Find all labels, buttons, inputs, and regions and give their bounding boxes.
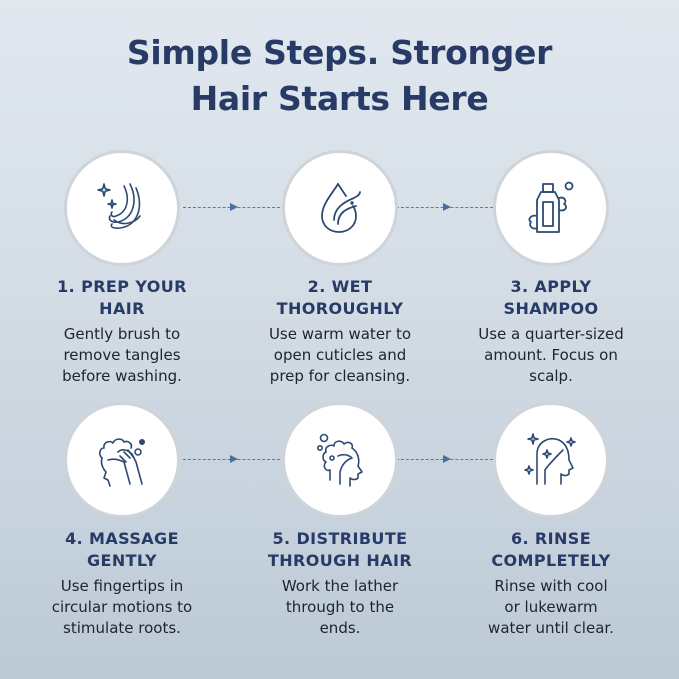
step-title: 2. WET THOROUGHLY (276, 277, 404, 318)
step-description: Work the lather through to the ends. (281, 577, 399, 637)
massage-head-icon (99, 438, 145, 487)
step-2: 2. WET THOROUGHLY Use warm water to open… (235, 156, 445, 387)
water-drop-icon (321, 183, 361, 233)
arrow-right-icon (443, 455, 451, 463)
step-title: 1. PREP YOUR HAIR (57, 277, 187, 318)
title-line-1: Simple Steps. Stronger (126, 33, 553, 72)
step-6: 6. RINSE COMPLETELY Rinse with cool or l… (446, 408, 656, 639)
step-1: 1. PREP YOUR HAIR Gently brush to remove… (17, 156, 227, 387)
step-icon-circle (288, 408, 392, 512)
step-description: Use a quarter-sized amount. Focus on sca… (478, 325, 624, 385)
step-title: 4. MASSAGE GENTLY (65, 529, 179, 570)
connector-arrow-1-2 (183, 203, 285, 211)
step-icon-circle (499, 408, 603, 512)
step-icon-circle (70, 408, 174, 512)
step-title: 3. APPLY SHAMPOO (503, 277, 599, 318)
step-description: Rinse with cool or lukewarm water until … (488, 577, 614, 637)
hair-sparkle-icon (97, 183, 141, 229)
step-description: Use fingertips in circular motions to st… (51, 577, 193, 637)
step-title: 5. DISTRIBUTE THROUGH HAIR (267, 529, 413, 570)
step-4: 4. MASSAGE GENTLY Use fingertips in circ… (17, 408, 227, 639)
arrow-right-icon (230, 455, 238, 463)
step-icon-circle (288, 156, 392, 260)
connector-arrow-5-6 (396, 455, 498, 463)
step-icon-circle (70, 156, 174, 260)
step-icon-circle (499, 156, 603, 260)
title-line-2: Hair Starts Here (190, 79, 489, 118)
clean-hair-sparkle-icon (524, 433, 576, 485)
arrow-right-icon (443, 203, 451, 211)
lather-head-icon (317, 433, 363, 487)
connector-arrow-2-3 (396, 203, 498, 211)
arrow-right-icon (230, 203, 238, 211)
step-description: Use warm water to open cuticles and prep… (268, 325, 412, 385)
shampoo-bottle-icon (528, 181, 574, 233)
page-title: Simple Steps. Stronger Hair Starts Here (0, 30, 679, 122)
connector-arrow-4-5 (183, 455, 285, 463)
step-3: 3. APPLY SHAMPOO Use a quarter-sized amo… (446, 156, 656, 387)
step-title: 6. RINSE COMPLETELY (491, 529, 611, 570)
step-description: Gently brush to remove tangles before wa… (62, 325, 182, 385)
step-5: 5. DISTRIBUTE THROUGH HAIR Work the lath… (235, 408, 445, 639)
